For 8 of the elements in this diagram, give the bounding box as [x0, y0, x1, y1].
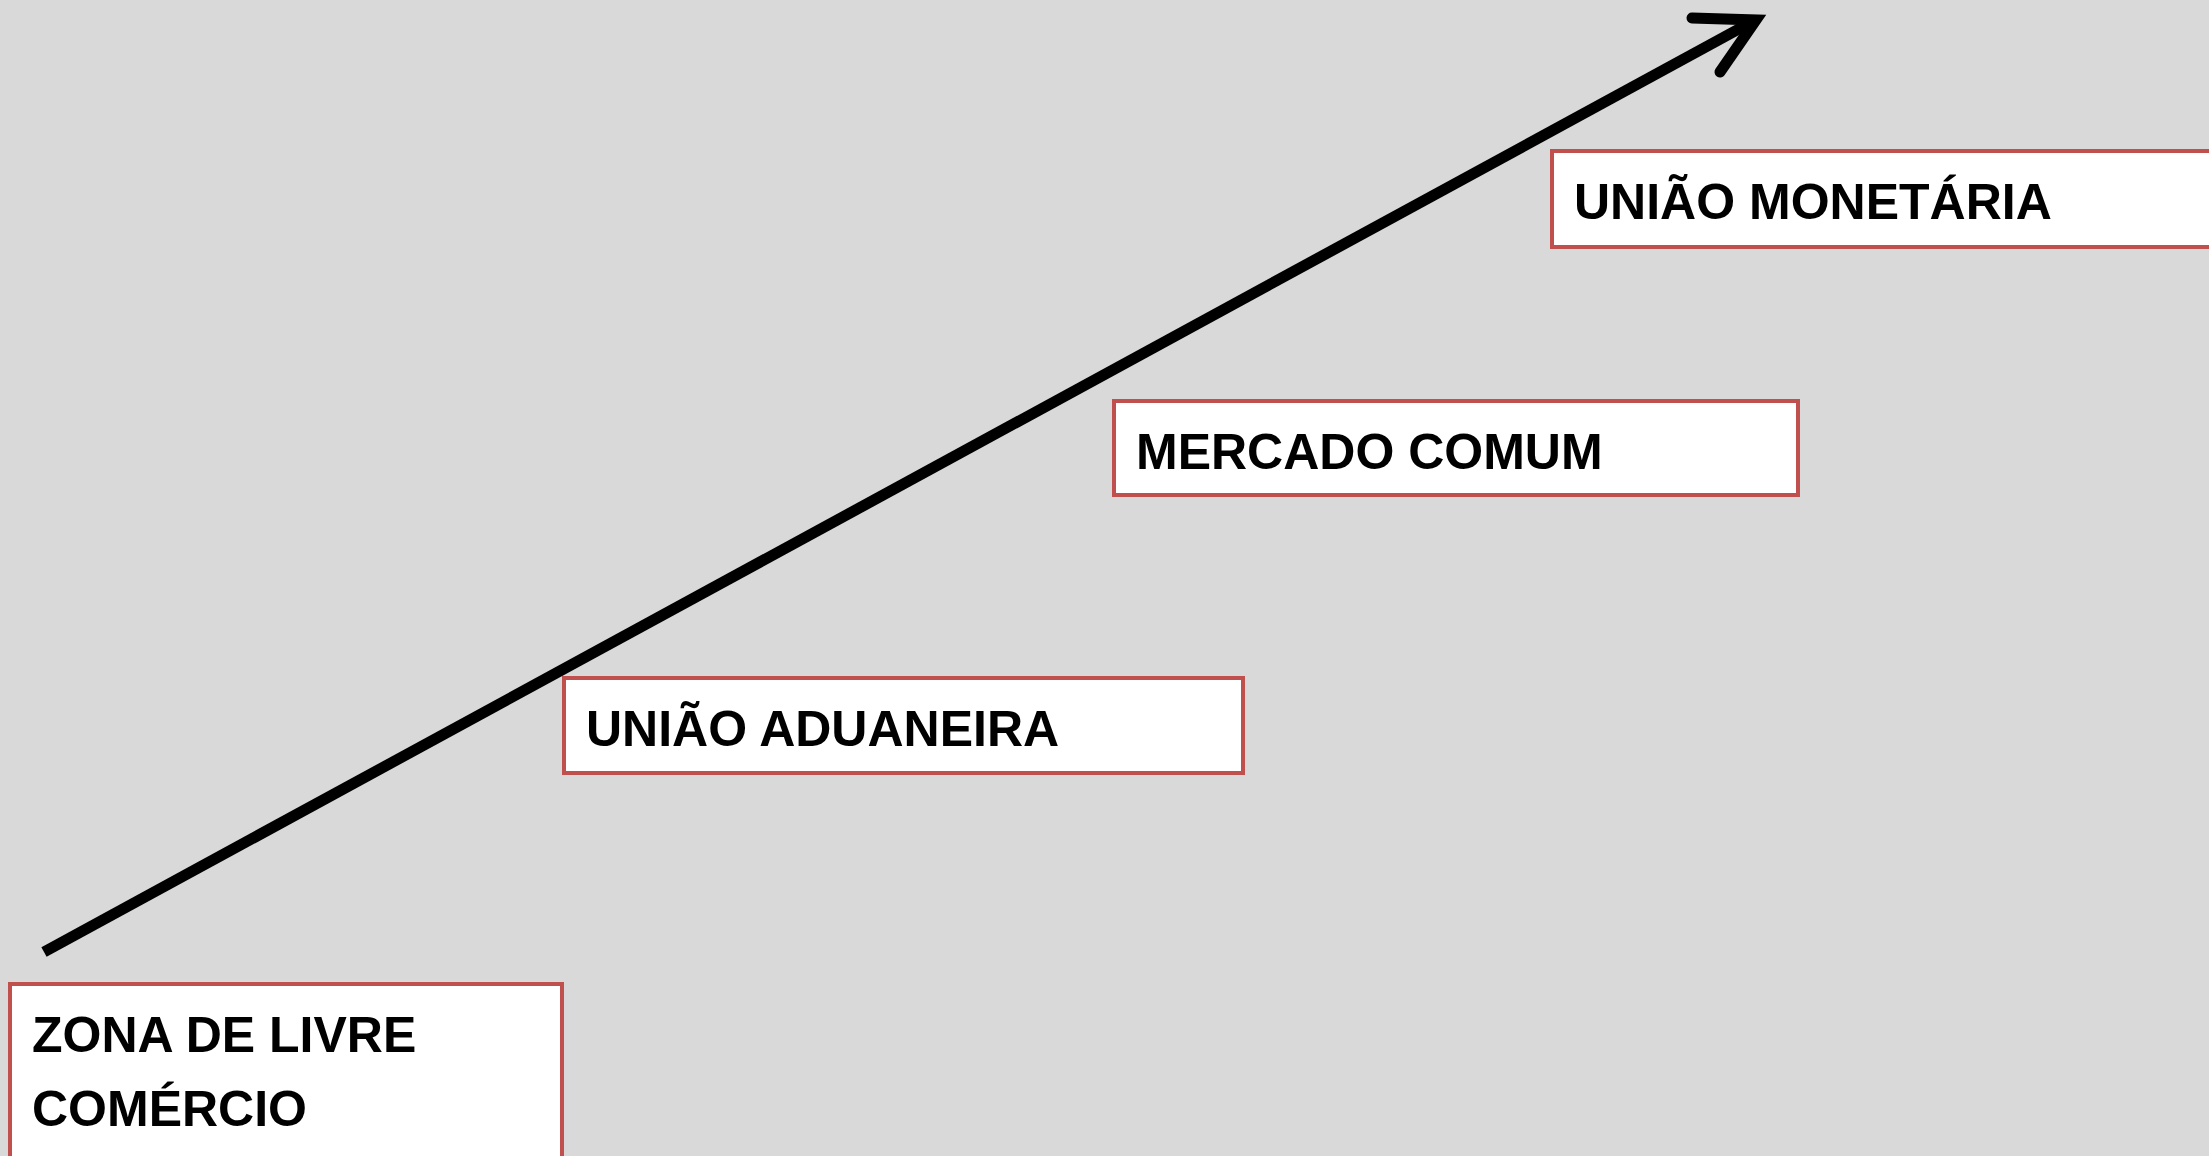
stage-label: MERCADO COMUM	[1136, 423, 1604, 482]
stage-box	[8, 982, 564, 1156]
stage-box	[1550, 149, 2209, 249]
stage-label: UNIÃO MONETÁRIA	[1574, 173, 2053, 232]
stage-box	[562, 676, 1245, 775]
stage-label: ZONA DE LIVRE COMÉRCIO	[32, 1006, 418, 1139]
stage-box	[1112, 399, 1800, 497]
stage-label: UNIÃO ADUANEIRA	[586, 700, 1061, 759]
